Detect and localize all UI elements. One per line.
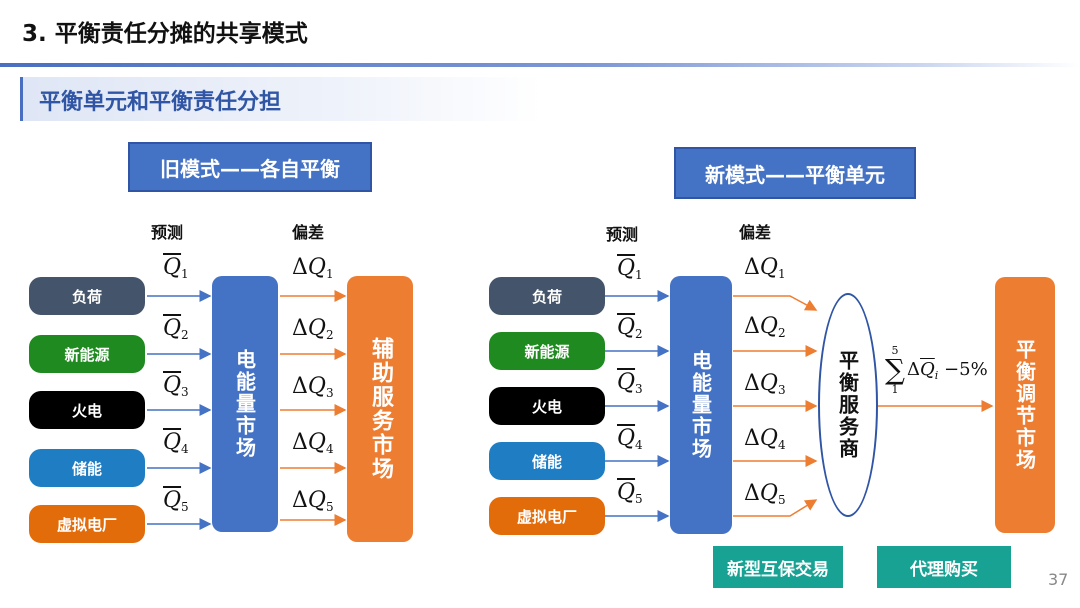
new-input-arrows xyxy=(602,290,670,522)
mutual-trading-button: 新型互保交易 xyxy=(713,546,843,588)
new-forecast-q1: Q1 xyxy=(617,256,643,282)
old-deviation-q3: ΔQ3 xyxy=(292,374,334,400)
new-deviation-q2: ΔQ2 xyxy=(744,314,786,340)
old-mode-header: 旧模式——各自平衡 xyxy=(128,142,372,192)
regulation-market-box: 平衡调节市场 xyxy=(995,277,1055,533)
new-deviation-q4: ΔQ4 xyxy=(744,426,786,452)
old-source-load: 负荷 xyxy=(29,277,145,315)
old-ancillary-market-label: 辅助服务市场 xyxy=(368,337,393,481)
old-forecast-q2: Q2 xyxy=(163,316,189,342)
new-deviation-q5: ΔQ5 xyxy=(744,481,786,507)
old-source-storage: 储能 xyxy=(29,449,145,487)
new-source-load: 负荷 xyxy=(489,277,605,315)
new-forecast-label: 预测 xyxy=(606,225,639,244)
slide-title: 3. 平衡责任分摊的共享模式 xyxy=(22,21,308,47)
sum-threshold: −5% xyxy=(944,358,988,380)
old-deviation-q2: ΔQ2 xyxy=(292,316,334,342)
old-energy-market-label: 电能量市场 xyxy=(232,349,257,459)
section-band: 平衡单元和平衡责任分担 xyxy=(20,77,543,121)
old-deviation-q5: ΔQ5 xyxy=(292,488,334,514)
old-deviation-arrows xyxy=(280,290,347,526)
old-ancillary-market-box: 辅助服务市场 xyxy=(347,276,413,542)
sum-delta: Δ xyxy=(907,358,920,380)
page-number: 37 xyxy=(1048,570,1069,589)
sum-upper-limit: 5 xyxy=(891,344,899,357)
old-source-renewable: 新能源 xyxy=(29,335,145,373)
section-title: 平衡单元和平衡责任分担 xyxy=(39,90,282,115)
regulation-market-label: 平衡调节市场 xyxy=(1012,339,1037,471)
sum-lower-limit: 1 xyxy=(891,383,899,396)
new-deviation-q1: ΔQ1 xyxy=(744,255,786,281)
title-divider xyxy=(0,63,1080,67)
new-source-storage: 储能 xyxy=(489,442,605,480)
old-forecast-q3: Q3 xyxy=(163,373,189,399)
old-source-vpp: 虚拟电厂 xyxy=(29,505,145,543)
old-deviation-label: 偏差 xyxy=(292,223,325,242)
sum-index: i xyxy=(934,368,939,382)
old-energy-market-box: 电能量市场 xyxy=(212,276,278,532)
new-energy-market-label: 电能量市场 xyxy=(688,350,713,460)
old-deviation-q4: ΔQ4 xyxy=(292,430,334,456)
new-forecast-q5: Q5 xyxy=(617,480,643,506)
new-energy-market-box: 电能量市场 xyxy=(670,276,732,534)
old-forecast-q5: Q5 xyxy=(163,488,189,514)
old-forecast-q1: Q1 xyxy=(163,255,189,281)
new-source-thermal: 火电 xyxy=(489,387,605,425)
agent-purchase-button: 代理购买 xyxy=(877,546,1011,588)
sum-q: Q xyxy=(920,358,935,380)
new-source-renewable: 新能源 xyxy=(489,332,605,370)
old-source-thermal: 火电 xyxy=(29,391,145,429)
new-forecast-q3: Q3 xyxy=(617,370,643,396)
new-deviation-label: 偏差 xyxy=(739,223,772,242)
balancing-provider-label: 平衡服务商 xyxy=(835,350,860,460)
new-forecast-q2: Q2 xyxy=(617,315,643,341)
new-forecast-q4: Q4 xyxy=(617,426,643,452)
old-forecast-label: 预测 xyxy=(151,223,184,242)
sum-deviation-formula: 5 ∑ 1 ΔQi −5% xyxy=(885,345,988,395)
old-deviation-q1: ΔQ1 xyxy=(292,255,334,281)
sum-sigma: ∑ xyxy=(885,353,905,386)
balancing-provider-ellipse: 平衡服务商 xyxy=(818,293,878,517)
old-input-arrows xyxy=(147,290,212,530)
old-forecast-q4: Q4 xyxy=(163,430,189,456)
new-source-vpp: 虚拟电厂 xyxy=(489,497,605,535)
new-mode-header: 新模式——平衡单元 xyxy=(674,147,916,199)
new-deviation-arrows xyxy=(733,295,818,517)
new-deviation-q3: ΔQ3 xyxy=(744,371,786,397)
